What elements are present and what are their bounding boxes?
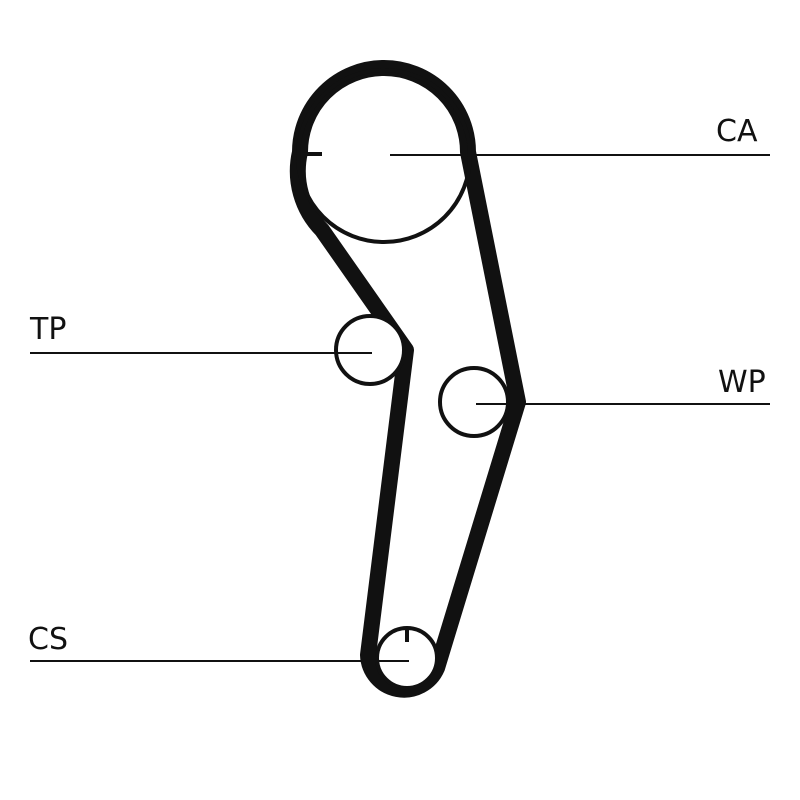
water-pump-label: WP — [718, 365, 766, 400]
tensioner-pulley-label: TP — [30, 312, 67, 347]
camshaft-label: CA — [716, 114, 758, 149]
water-pump-pulley — [438, 366, 510, 438]
tensioner-pulley — [334, 314, 406, 386]
crankshaft-label: CS — [28, 622, 68, 657]
